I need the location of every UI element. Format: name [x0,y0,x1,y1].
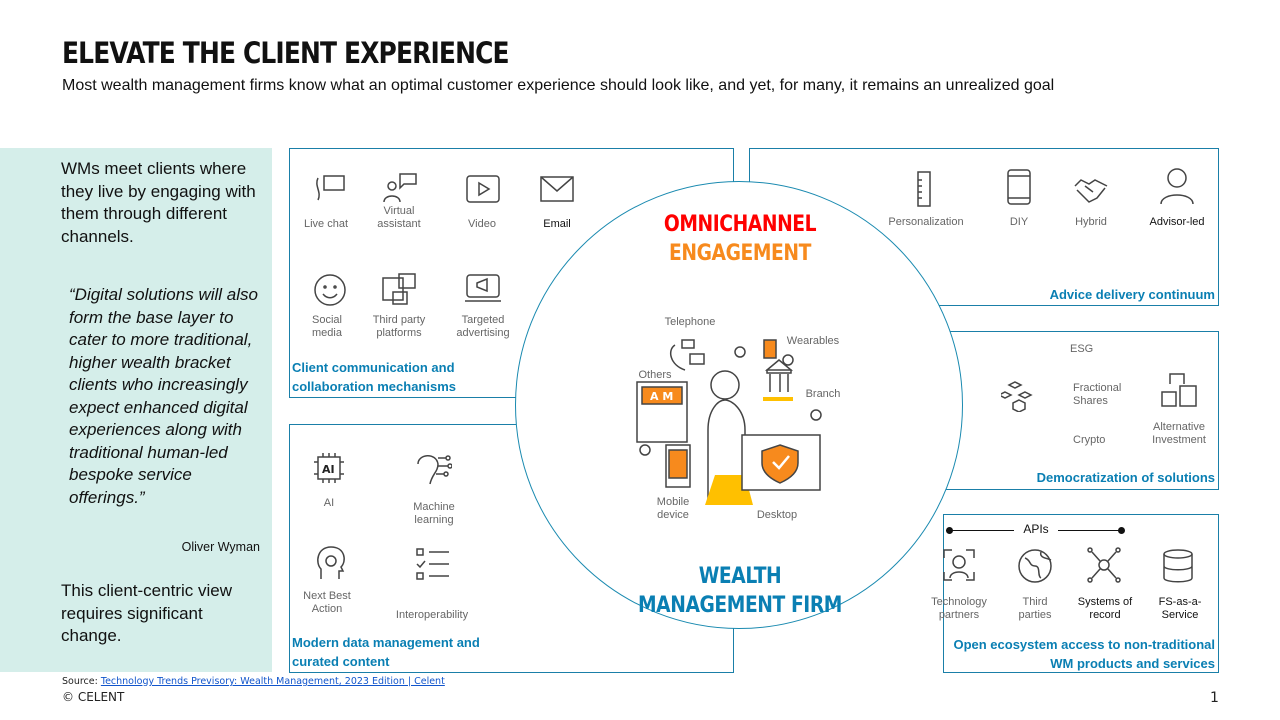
channel-others: Others [638,369,672,381]
page-title: ELEVATE THE CLIENT EXPERIENCE [62,36,510,70]
buildings-icon [1160,372,1198,408]
omnichannel-title: OMNICHANNEL [663,212,817,237]
communication-caption: Client communication and collaboration m… [292,360,456,394]
virtual-assistant-icon [382,172,418,204]
wm-firm-title: MANAGEMENT FIRM [638,593,842,618]
email-icon [539,175,575,203]
item-email: Email [543,218,571,230]
copyright: © CELENT [62,690,125,704]
item-live-chat: Live chat [303,218,349,230]
source-link[interactable]: Technology Trends Previsory: Wealth Mana… [100,676,445,687]
item-fractional-shares: Fractional Shares [1073,382,1122,407]
ecosystem-box [943,514,1219,673]
database-icon [1162,548,1194,584]
advertising-icon [465,273,501,305]
interoperability-checklist-icon [415,546,451,582]
wealth-title: WEALTH [698,564,782,589]
item-advisor-led: Advisor-led [1149,216,1205,228]
ai-chip-icon: AI [313,452,345,484]
left-panel: WMs meet clients where they live by enga… [0,148,272,672]
quote-text: “Digital solutions will also form the ba… [69,285,258,507]
next-best-action-icon [315,545,347,581]
item-technology-partners: Technology partners [931,596,987,621]
ecosystem-caption: Open ecosystem access to non-traditional… [953,637,1215,671]
data-management-caption: Modern data management and curated conte… [292,635,480,669]
intro-text: WMs meet clients where they live by enga… [61,159,256,246]
item-crypto: Crypto [1073,434,1106,446]
item-esg: ESG [1070,343,1094,355]
globe-icon [1017,548,1053,584]
video-icon [465,174,501,204]
page-number: 1 [1210,690,1219,706]
apis-endpoint-right [1118,527,1125,534]
item-next-best-action: Next Best Action [303,590,351,615]
item-virtual-assistant: Virtual assistant [377,205,421,230]
person-with-channels-illustration: A M [630,330,830,510]
item-fs-as-a-service: FS-as-a-Service [1158,596,1202,621]
face-scan-icon [942,548,976,582]
item-targeted-advertising: Targeted advertising [456,314,510,339]
third-party-platform-icon [381,272,417,306]
handshake-icon [1073,176,1109,206]
channel-wearables: Wearables [786,335,840,347]
apis-label: APIs [1014,523,1058,536]
engagement-title: ENGAGEMENT [669,241,811,266]
center-circle [515,181,963,629]
item-third-parties: Third parties [1018,596,1052,621]
channel-mobile: Mobile device [656,496,690,521]
apis-endpoint-left [946,527,953,534]
quote-attribution: Oliver Wyman [181,540,260,554]
item-machine-learning: Machine learning [413,501,455,526]
channel-desktop: Desktop [756,509,798,521]
svg-text:AI: AI [322,463,335,476]
item-social-media: Social media [312,314,342,339]
item-video: Video [468,218,496,230]
source-label: Source: [62,676,98,687]
tablet-icon [1006,168,1032,206]
item-interoperability: Interoperability [395,609,469,621]
page-subtitle: Most wealth management firms know what a… [62,77,1055,94]
item-alternative-investment: Alternative Investment [1152,421,1206,446]
item-personalization: Personalization [888,216,964,228]
systems-network-icon [1086,546,1122,584]
item-hybrid: Hybrid [1075,216,1107,228]
social-media-icon [313,273,347,307]
item-third-party-platforms: Third party platforms [372,314,426,339]
channel-telephone: Telephone [664,316,716,328]
channel-branch: Branch [805,388,841,400]
chat-icon [312,172,346,204]
atm-text: A M [650,390,673,403]
item-systems-of-record: Systems of record [1077,596,1133,621]
source-note: Source: Technology Trends Previsory: Wea… [62,676,445,687]
ruler-icon [915,170,933,208]
closing-text: This client-centric view requires signif… [61,581,232,645]
democratization-caption: Democratization of solutions [1036,470,1215,485]
machine-learning-icon [414,450,453,486]
blocks-icon [997,380,1037,413]
item-diy: DIY [1009,216,1029,228]
item-ai: AI [323,497,335,509]
advice-caption: Advice delivery continuum [1049,287,1215,302]
person-icon [1158,166,1196,206]
